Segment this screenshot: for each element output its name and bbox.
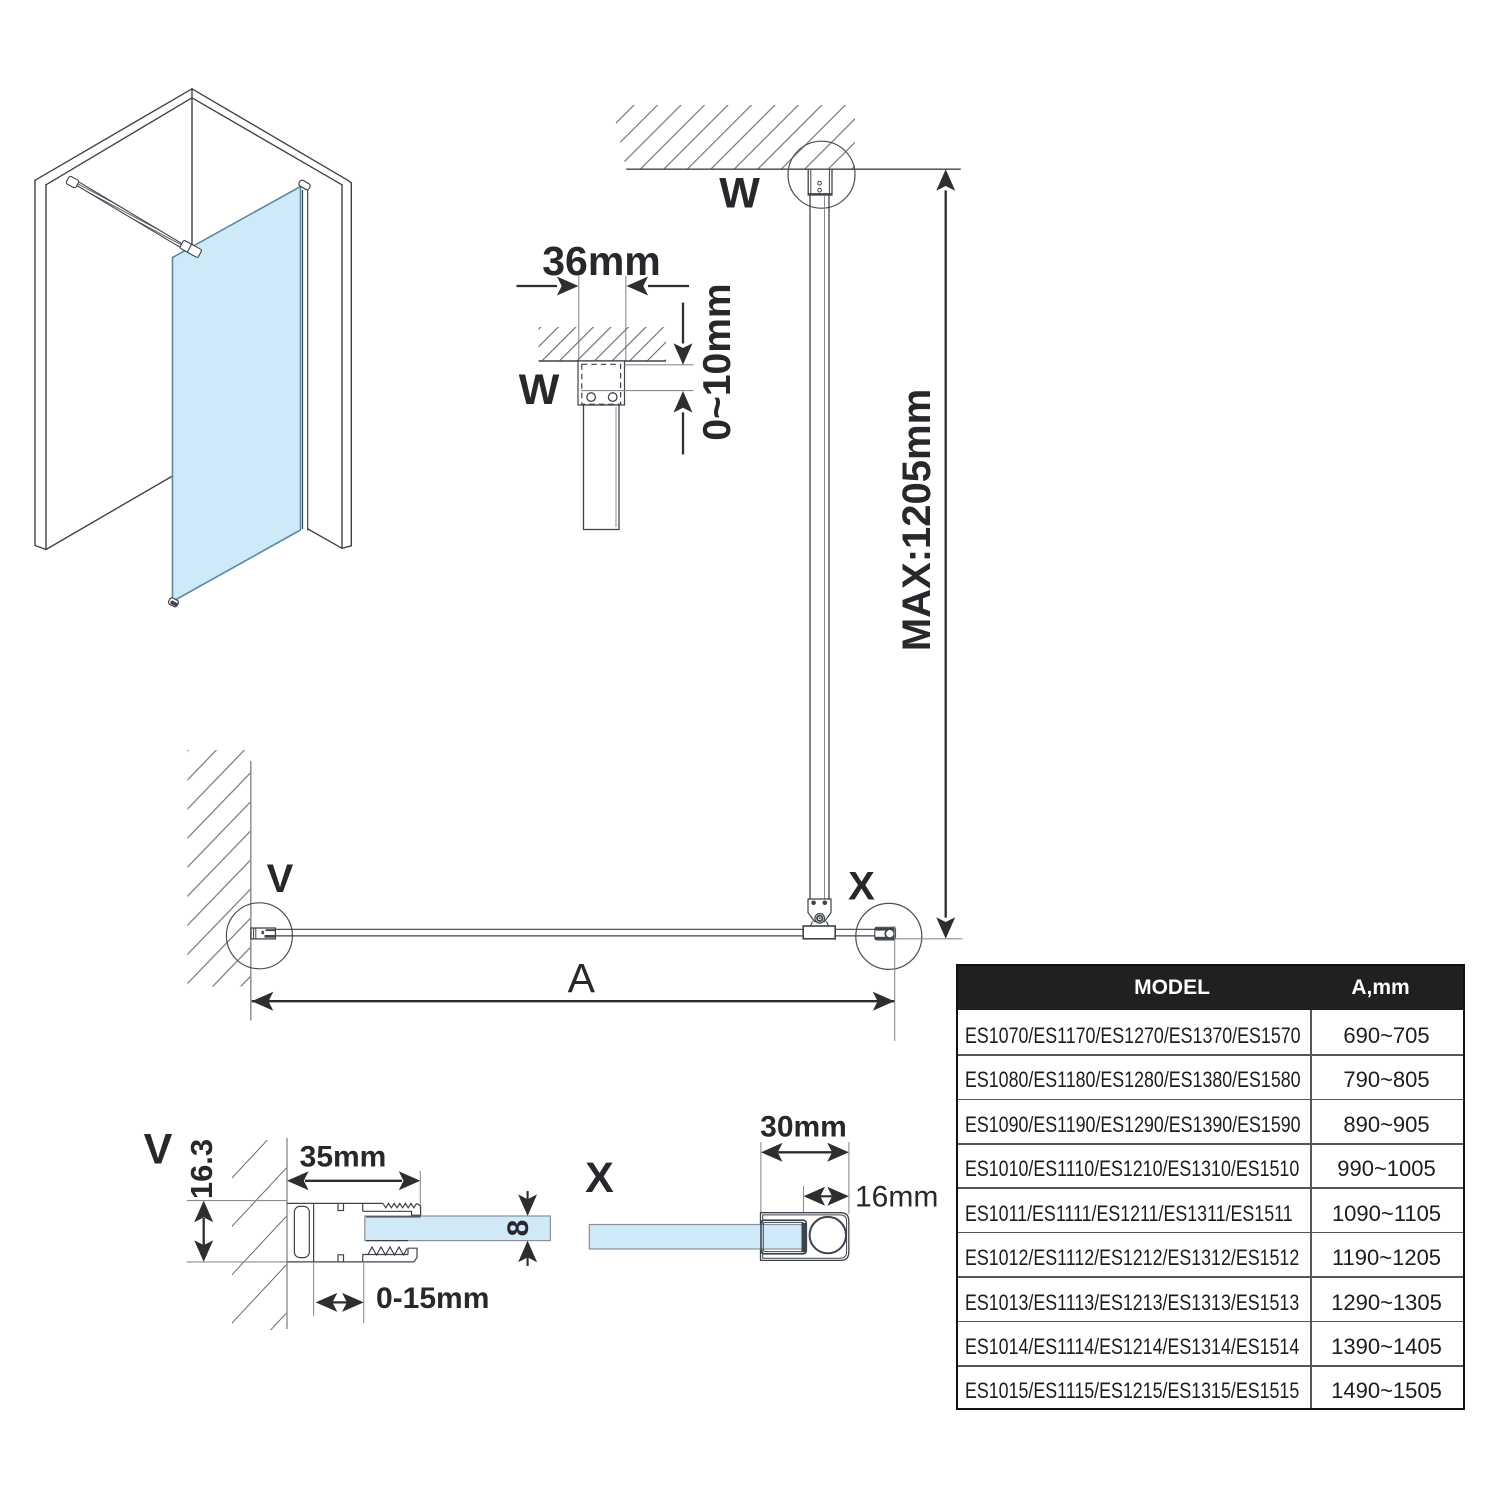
svg-text:W: W <box>519 366 560 414</box>
svg-text:MAX:1205mm: MAX:1205mm <box>895 389 939 651</box>
svg-text:36mm: 36mm <box>542 238 661 284</box>
svg-text:16.3: 16.3 <box>184 1139 219 1199</box>
svg-text:8: 8 <box>502 1220 535 1237</box>
svg-text:W: W <box>719 170 760 218</box>
svg-text:16mm: 16mm <box>855 1181 938 1214</box>
svg-text:35mm: 35mm <box>300 1141 387 1174</box>
svg-text:0-15mm: 0-15mm <box>376 1282 489 1315</box>
svg-text:V: V <box>267 857 294 901</box>
svg-text:X: X <box>585 1154 614 1202</box>
svg-text:X: X <box>848 865 875 909</box>
svg-text:30mm: 30mm <box>760 1111 847 1144</box>
svg-text:0~10mm: 0~10mm <box>696 283 739 440</box>
svg-text:V: V <box>144 1126 173 1174</box>
svg-text:A: A <box>568 955 596 1001</box>
